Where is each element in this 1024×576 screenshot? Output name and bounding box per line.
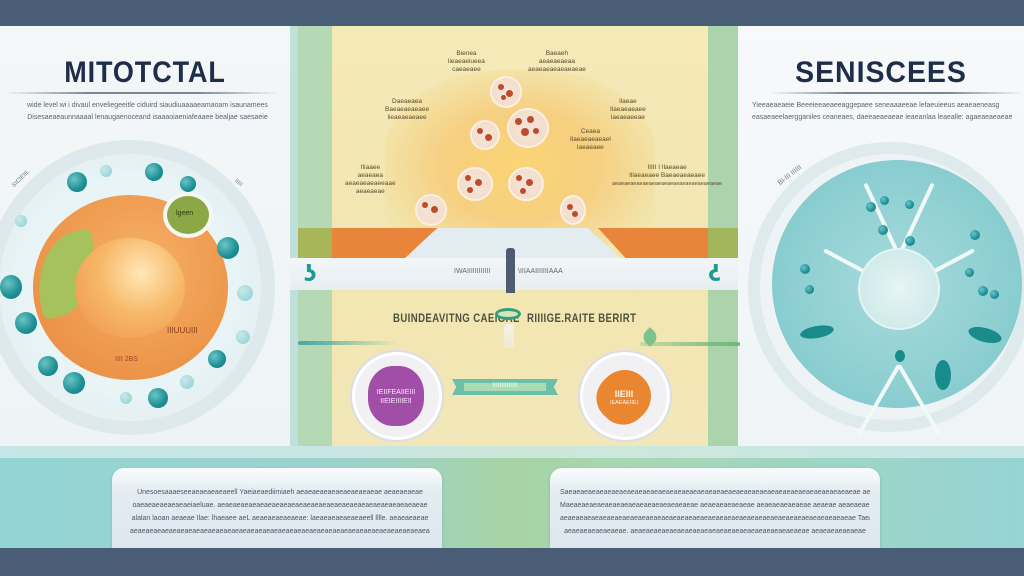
vesicle-dot <box>905 236 915 246</box>
vesicle-dot <box>880 196 889 205</box>
green-line-right <box>640 342 740 346</box>
orange-badge-text: IIEIII IEAEAEIIEI <box>609 389 639 407</box>
vesicle-dot <box>38 356 58 376</box>
vesicle-dot <box>120 392 132 404</box>
cell-cluster <box>508 167 544 201</box>
vesicle-dot <box>970 230 980 240</box>
left-title-divider <box>5 92 280 94</box>
vesicle-dot <box>217 237 239 259</box>
left-panel-title: MITOTCTAL <box>64 56 226 89</box>
nucleus <box>75 238 185 338</box>
connector-leaf-icon <box>495 308 521 320</box>
mitotic-info-card <box>112 468 442 550</box>
cell-cluster <box>470 120 500 150</box>
vesicle-dot <box>0 275 22 299</box>
right-panel-description: Yieeaeaeaeie Beeeieeaeaeeaggepaee seneaa… <box>742 100 1024 124</box>
cell-cluster <box>507 108 549 148</box>
annotation-center-right: Ceaea Ilaeaeaeaeael laeaeaee <box>570 128 611 151</box>
annotation-top-left: Bienea lieaeaeiueea caeaeaee <box>448 50 485 73</box>
cell-cluster <box>490 76 522 108</box>
vesicle-dot <box>100 165 112 177</box>
headline-left: BUINDEAVITNG CAEIGAE <box>393 311 520 325</box>
mitotic-info-text: Unesoesaaaeseeaeaeaeaeaeell Yaeiaeaediim… <box>130 489 430 535</box>
cell-cluster <box>457 167 493 201</box>
vesicle-dot <box>208 350 226 368</box>
right-panel-title: SENISCEES <box>795 56 967 89</box>
vesicle-dot <box>67 172 87 192</box>
vesicle-dot <box>978 286 988 296</box>
hook-right-icon: ʖ <box>708 262 721 287</box>
cell-cluster <box>415 194 447 226</box>
vesicle-dot <box>236 330 250 344</box>
annotation-low-right: IIIII I Ilaeaeae Illaeaeaee Baeaeaeaeaee… <box>612 164 723 187</box>
olive-band-left <box>298 228 332 258</box>
vesicle-dot <box>965 268 974 277</box>
annotation-low-left: IIiaaee aeaeaea aeaeaeaeaeeaae aeaeaeae <box>345 164 396 195</box>
annotation-mid-right: llaeae Ilaeaeaeaee laeaeaeeae <box>610 98 646 121</box>
purple-badge <box>368 366 424 426</box>
bottom-band-highlight <box>0 446 1024 458</box>
band-label-right: \IIIAAIIIIIIIAAA <box>518 268 563 275</box>
right-title-divider <box>770 92 1024 94</box>
vesicle-dot <box>15 312 37 334</box>
vesicle-dot <box>145 163 163 181</box>
center-ribbon-inner <box>464 383 546 391</box>
vesicle-dot <box>878 225 888 235</box>
center-left-strip <box>290 26 298 456</box>
vesicle-dot <box>148 388 168 408</box>
connector-stem <box>504 324 514 348</box>
teal-organelle <box>935 360 951 390</box>
vesicle-dot <box>805 285 814 294</box>
right-description-line: easaeaeelaergganiles ceaneaes, daeeaeaea… <box>752 114 1013 121</box>
senescent-nucleus <box>858 248 940 330</box>
teal-organelle <box>895 350 905 362</box>
headline-right: RIIIIGE.RAITE BERIRT <box>527 311 637 325</box>
purple-badge-text: IEIIFEAIIEIII IIEIEIIIIEII <box>376 389 416 405</box>
cell-cluster <box>560 195 586 225</box>
vesicle-dot <box>905 200 914 209</box>
hook-left-icon: ʖ <box>304 262 317 287</box>
vesicle-dot <box>180 375 194 389</box>
vesicle-dot <box>15 215 27 227</box>
nucleus-label: IIIUUUIII <box>167 326 198 335</box>
left-description-line: Disesaeaeaunnaaaal lenaugaenoceand isaaa… <box>27 114 268 121</box>
vesicle-dot <box>990 290 999 299</box>
vesicle-dot <box>800 264 810 274</box>
vesicle-dot <box>180 176 196 192</box>
vesicle-dot <box>63 372 85 394</box>
left-panel-description: wide level wi i divaul enveliegeeitle ci… <box>10 100 285 124</box>
band-label-left: IWAIIIIIIIIIIII <box>454 268 491 275</box>
divider-pillar <box>506 248 515 293</box>
header-bar <box>0 0 1024 26</box>
footer-bar <box>0 548 1024 576</box>
left-description-line: wide level wi i divaul enveliegeeitle ci… <box>27 102 268 109</box>
organelle-label: lgeen <box>176 210 194 217</box>
senescent-info-text: Saeaeaeaeaeaeaeaeaeaeaeaeaeaeaeaeaeaeaea… <box>560 489 870 535</box>
vesicle-dot <box>866 202 876 212</box>
annotation-top-right: Baeaeh aeaeaeaeaa aeaeaeaeaeaeaeae <box>528 50 586 73</box>
senescent-info-card <box>550 468 880 550</box>
right-description-line: Yieeaeaeaeie Beeeieeaeaeeaggepaee seneaa… <box>752 102 1000 109</box>
green-organelle-bubble <box>163 192 213 238</box>
olive-band-right <box>708 228 738 258</box>
teal-line-left <box>298 341 398 345</box>
nucleus-base-label: IIII 2BS <box>115 356 138 363</box>
annotation-mid-left: Daeaeaea Baeaeaeaeaee lieaeaeaeaee <box>385 98 430 121</box>
vesicle-dot <box>237 285 253 301</box>
center-ribbon-label: IIIIIIIIIIIIII <box>492 382 518 389</box>
